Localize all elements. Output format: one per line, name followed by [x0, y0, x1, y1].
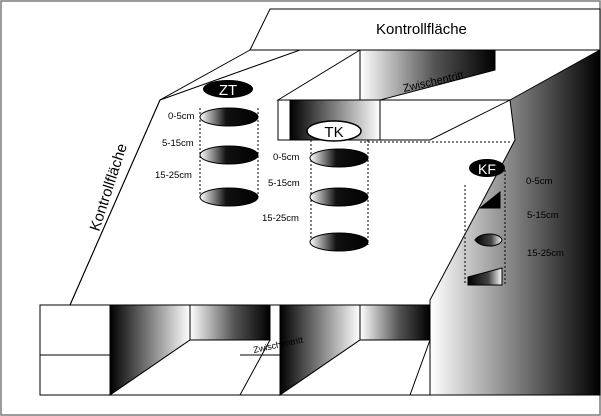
zt-disk-5-15: [199, 145, 259, 165]
zt-depth-2: 15-25cm: [155, 170, 192, 181]
zt-marker-label: ZT: [219, 82, 237, 99]
tk-disk-5-15: [309, 187, 369, 207]
right-trench-floor: [278, 339, 431, 396]
zt-disk-0-5: [199, 107, 259, 127]
tk-disk-0-5: [309, 148, 369, 168]
tk-marker: [306, 120, 362, 142]
zt-disk-15-25: [199, 187, 259, 207]
tk-depth-2: 15-25cm: [262, 213, 299, 224]
kf-disk-0-5: [478, 190, 501, 209]
upper-trench-ledge: [379, 99, 511, 141]
left-trench-floor: [108, 339, 271, 396]
sample-column-zt: ZT 0-5cm 5-15cm 15-25cm: [155, 80, 259, 207]
tk-depth-1: 5-15cm: [268, 178, 300, 189]
tk-depth-0: 0-5cm: [273, 152, 299, 163]
upper-trench-back-wall: [359, 49, 496, 101]
upper-trench-bottom-step: [277, 99, 291, 141]
sample-column-tk: TK 0-5cm 5-15cm 15-25cm: [262, 120, 369, 252]
kf-marker: [469, 159, 505, 177]
tk-disk-15-25: [309, 232, 369, 252]
zt-depth-1: 5-15cm: [162, 138, 194, 149]
kf-depth-1: 5-15cm: [527, 210, 559, 221]
zt-marker: [203, 80, 253, 98]
left-trench-side: [189, 304, 271, 341]
kf-depth-0: 0-5cm: [526, 176, 552, 187]
kf-depth-2: 15-25cm: [527, 248, 564, 259]
tk-marker-label: TK: [324, 124, 343, 141]
kontrollflaeche-top-label: Kontrollfläche: [376, 21, 467, 38]
kf-marker-label: KF: [478, 161, 496, 177]
sample-column-kf: KF 0-5cm 5-15cm 15-25cm: [464, 159, 564, 286]
kf-disk-15-25: [467, 267, 503, 286]
kf-disk-5-15: [474, 233, 503, 247]
zt-depth-0: 0-5cm: [168, 111, 194, 122]
plateau-left-edge: [69, 49, 251, 306]
right-trench-side: [359, 304, 431, 341]
